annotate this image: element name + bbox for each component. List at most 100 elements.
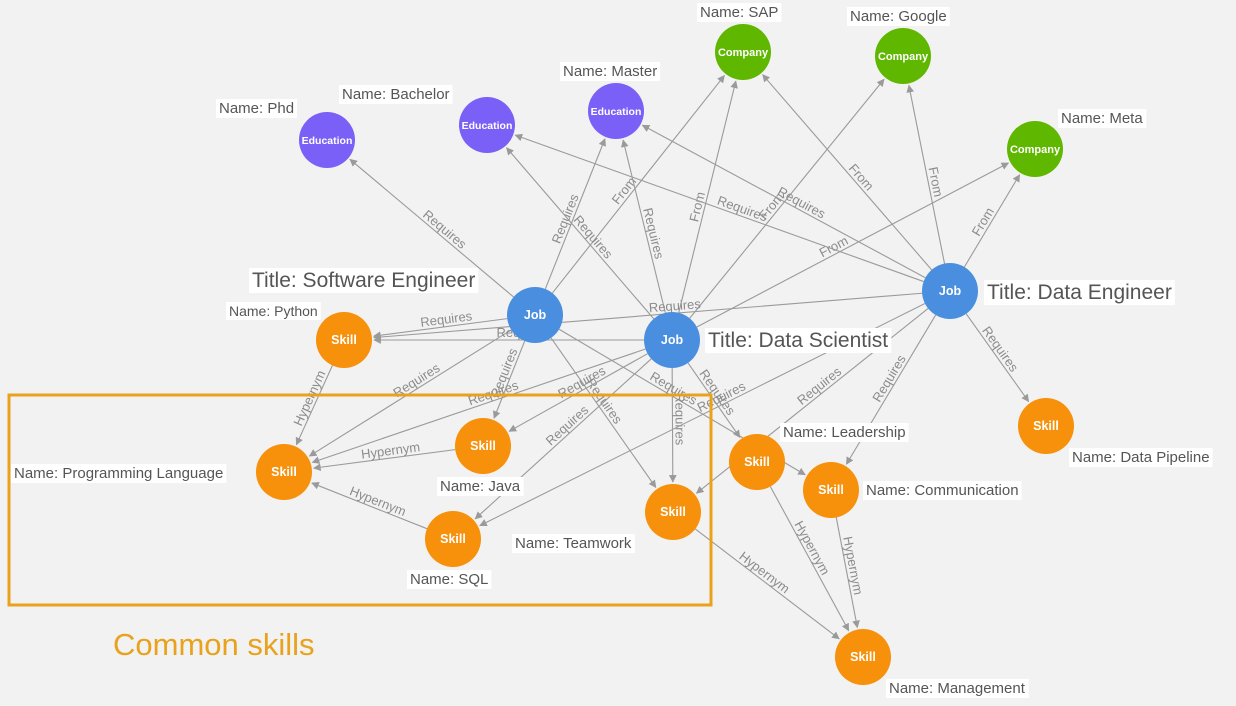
node-label: Title: Data Engineer — [987, 281, 1172, 304]
edge-label: Requires — [640, 206, 667, 261]
edge-label: Requires — [571, 212, 617, 262]
common-skills-highlight-box — [7, 393, 713, 607]
node-circle[interactable] — [256, 444, 312, 500]
node-co-google[interactable]: Company Name: Google — [847, 7, 950, 84]
node-circle[interactable] — [459, 97, 515, 153]
edge-line — [678, 80, 738, 313]
node-label-background — [697, 3, 782, 22]
node-label: Name: Phd — [219, 100, 294, 117]
node-label: Name: SAP — [700, 4, 778, 21]
edge-line — [295, 365, 333, 446]
node-job-de[interactable]: Job Title: Data Engineer — [922, 263, 1175, 319]
edge-job_de-co_meta: From — [963, 174, 1021, 268]
node-circle[interactable] — [645, 484, 701, 540]
edge-label: Requires — [794, 363, 844, 407]
node-circle[interactable] — [316, 312, 372, 368]
edge-line — [689, 78, 885, 319]
node-label-background — [847, 7, 950, 26]
edge-label: Requires — [979, 323, 1022, 374]
edge-job_ds-sk_team: Requires — [668, 367, 688, 483]
node-circle[interactable] — [922, 263, 978, 319]
edge-line — [668, 367, 677, 483]
node-type-label: Skill — [470, 439, 496, 453]
edge-line — [550, 337, 657, 489]
edge-sk_python-sk_pl: Hypernym — [290, 365, 333, 446]
node-circle[interactable] — [803, 462, 859, 518]
edge-line — [696, 162, 1010, 328]
node-circle[interactable] — [425, 511, 481, 567]
node-circle[interactable] — [644, 312, 700, 368]
edge-line — [349, 158, 514, 298]
node-circle[interactable] — [729, 434, 785, 490]
edge-line — [372, 318, 508, 340]
edge-line — [311, 482, 428, 530]
edge-label: Hypernym — [840, 535, 866, 596]
node-edu-phd[interactable]: Education Name: Phd — [216, 99, 355, 168]
node-label: Name: Management — [889, 680, 1026, 697]
node-circle[interactable] — [835, 629, 891, 685]
node-circle[interactable] — [455, 418, 511, 474]
node-label: Name: Java — [440, 478, 521, 495]
edge-label: From — [686, 190, 708, 223]
node-circle[interactable] — [299, 112, 355, 168]
edge-line — [835, 517, 860, 629]
node-label-background — [886, 679, 1029, 698]
node-label-background — [11, 464, 227, 483]
node-label: Name: Meta — [1061, 110, 1143, 127]
edge-sk_java-sk_pl: Hypernym — [312, 439, 456, 472]
node-label: Name: SQL — [410, 571, 488, 588]
edge-line — [762, 74, 933, 271]
node-label-background — [705, 328, 892, 353]
edge-label: Requires — [420, 207, 470, 252]
node-type-label: Company — [878, 51, 929, 63]
edge-label: Requires — [672, 393, 687, 446]
node-type-label: Job — [661, 333, 684, 347]
node-circle[interactable] — [875, 28, 931, 84]
node-label: Name: Communication — [866, 482, 1019, 499]
edge-line — [621, 139, 666, 313]
node-type-label: Skill — [1033, 419, 1059, 433]
node-type-label: Education — [302, 135, 353, 147]
node-label: Name: Programming Language — [14, 465, 223, 482]
node-label: Name: Bachelor — [342, 86, 450, 103]
edge-line — [769, 486, 850, 632]
node-label: Name: Master — [563, 63, 657, 80]
node-circle[interactable] — [507, 287, 563, 343]
node-label-background — [1058, 109, 1147, 128]
edge-line — [506, 147, 655, 320]
node-label: Title: Software Engineer — [252, 269, 475, 292]
node-label-background — [339, 85, 453, 104]
edge-sk_sql-sk_pl: Hypernym — [311, 482, 428, 530]
edge-job_de-sk_python: Requires — [373, 292, 923, 341]
edge-label: From — [969, 205, 997, 239]
highlight-layer: Common skills — [7, 393, 713, 662]
node-circle[interactable] — [588, 83, 644, 139]
edge-job_de-co_google: From — [906, 84, 946, 264]
node-circle[interactable] — [1007, 121, 1063, 177]
node-type-label: Job — [939, 284, 962, 298]
node-label-background — [1069, 448, 1213, 467]
edge-label: Hypernym — [791, 518, 832, 577]
node-circle[interactable] — [715, 24, 771, 80]
node-type-label: Skill — [660, 505, 686, 519]
edge-label: Hypernym — [736, 549, 792, 597]
node-circle[interactable] — [1018, 398, 1074, 454]
node-label: Name: Google — [850, 8, 947, 25]
edge-job_se-sk_java: Requires — [487, 340, 526, 419]
